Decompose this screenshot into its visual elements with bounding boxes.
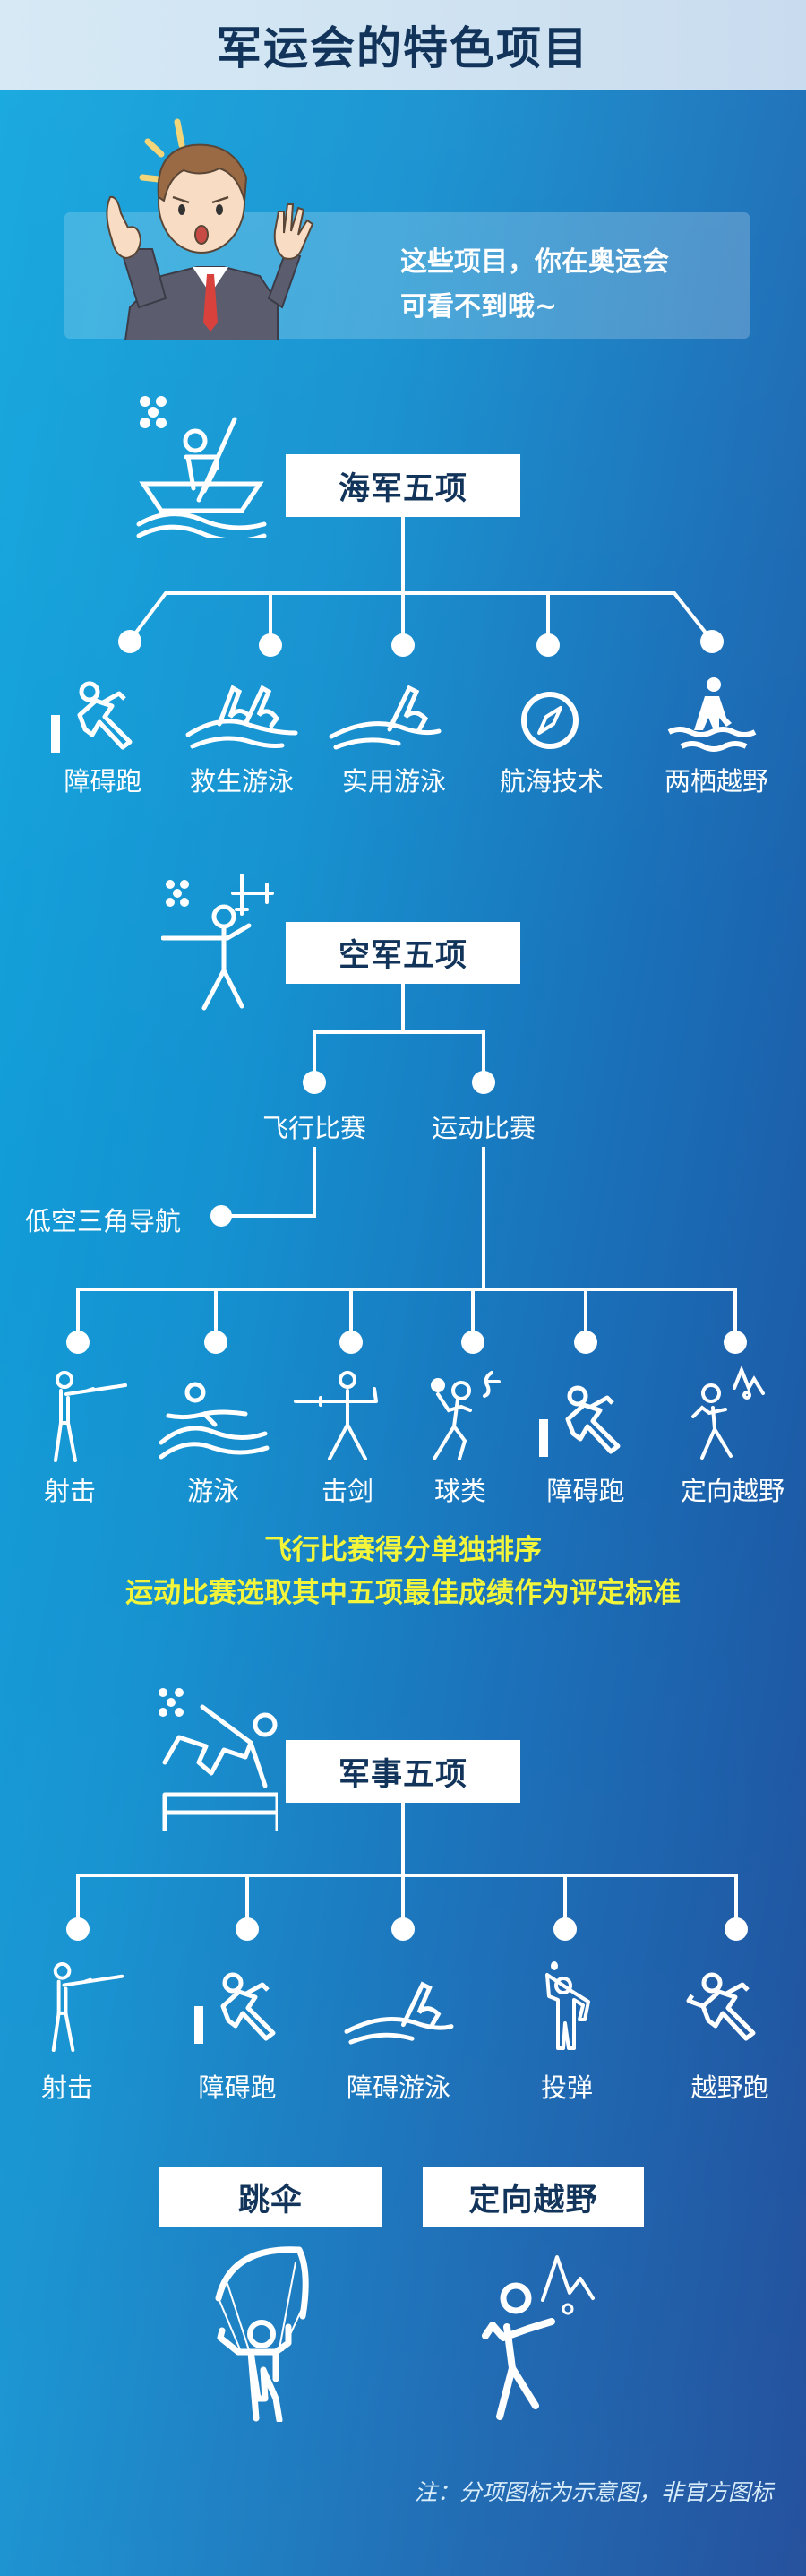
orienteering-icon: [482, 2255, 595, 2420]
ball-games-icon: [431, 1371, 501, 1460]
military-item-label: 障碍跑: [198, 2072, 277, 2103]
air-scoring-note-2: 运动比赛选取其中五项最佳成绩作为评定标准: [125, 1577, 681, 1609]
orienteering-icon: [691, 1366, 765, 1460]
parachuting-title: 跳伞: [159, 2167, 382, 2227]
obstacle-run-icon: [539, 1385, 621, 1457]
lifesaving-swim-icon: [185, 685, 298, 749]
amphibious-cross-country-icon: [667, 677, 757, 752]
fencer-plane-icon: [161, 874, 274, 1011]
air-pentathlon-title: 空军五项: [286, 922, 520, 984]
shooting-icon: [51, 1962, 124, 2052]
intro-text: 这些项目，你在奥运会 可看不到哦~: [400, 240, 741, 330]
grenade-throw-icon: [545, 1961, 590, 2050]
sports-competition-label: 运动比赛: [431, 1113, 536, 1143]
naval-item-label: 障碍跑: [64, 766, 142, 797]
low-altitude-triangle-navigation-label: 低空三角导航: [25, 1206, 182, 1236]
header-banner: 军运会的特色项目: [0, 0, 806, 90]
utility-swim-icon: [329, 685, 442, 750]
shooting-icon: [54, 1371, 127, 1462]
air-sport-label: 击剑: [321, 1476, 374, 1506]
page-title: 军运会的特色项目: [217, 22, 589, 74]
air-scoring-note-1: 飞行比赛得分单独排序: [264, 1534, 542, 1566]
naval-item-label: 两栖越野: [664, 766, 769, 797]
naval-item-label: 航海技术: [499, 766, 604, 797]
orienteering-title: 定向越野: [423, 2167, 644, 2227]
disclaimer-note: 注：分项图标为示意图，非官方图标: [415, 2479, 774, 2505]
air-sport-label: 障碍跑: [546, 1476, 625, 1506]
vault-jump-icon: [159, 1688, 278, 1831]
air-sport-label: 游泳: [186, 1476, 240, 1506]
air-sport-label: 射击: [43, 1476, 97, 1506]
cross-country-run-icon: [686, 1972, 756, 2041]
naval-item-label: 实用游泳: [341, 766, 447, 797]
military-item-label: 射击: [40, 2072, 94, 2103]
obstacle-swim-icon: [344, 1981, 454, 2045]
military-item-label: 投弹: [540, 2072, 594, 2103]
swimming-icon: [159, 1382, 270, 1460]
obstacle-run-icon: [194, 1972, 276, 2044]
naval-pentathlon-title: 海军五项: [286, 454, 520, 517]
military-item-label: 越野跑: [690, 2072, 769, 2103]
intro-line-1: 这些项目，你在奥运会: [400, 246, 669, 278]
military-pentathlon-title: 军事五项: [286, 1740, 520, 1803]
surprised-businessman-icon: [106, 118, 314, 340]
intro-line-2: 可看不到哦~: [400, 291, 558, 323]
obstacle-run-icon: [51, 681, 133, 753]
flight-competition-label: 飞行比赛: [262, 1113, 367, 1143]
compass-icon: [521, 692, 579, 749]
air-sport-label: 定向越野: [680, 1476, 785, 1506]
naval-item-label: 救生游泳: [189, 766, 295, 797]
rowing-boat-icon: [136, 396, 267, 538]
military-item-label: 障碍游泳: [346, 2072, 451, 2103]
fencing-icon: [294, 1371, 378, 1460]
parachute-icon: [215, 2246, 309, 2422]
air-sport-label: 球类: [433, 1476, 487, 1506]
